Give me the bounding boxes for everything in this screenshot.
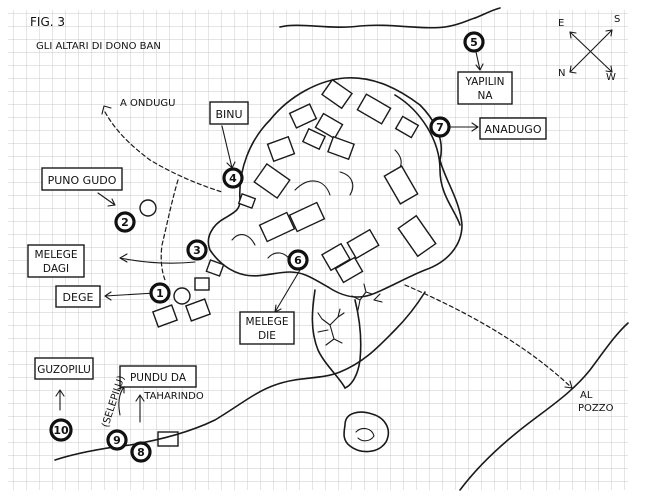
label-melege-die-2: DIE: [258, 330, 276, 342]
river-top-end: [474, 7, 501, 19]
village-east-edge: [394, 94, 461, 226]
compass-n: N: [558, 68, 565, 79]
trees: [317, 283, 383, 346]
path-to-ondugu: [104, 111, 223, 193]
svg-text:3: 3: [193, 244, 201, 257]
label-binu: BINU: [215, 108, 242, 121]
label-box-pundu-da: [119, 365, 197, 388]
marker-6: 6: [287, 249, 309, 271]
arrow-melege-dagi: [119, 257, 196, 264]
label-box-melege-die: [239, 311, 295, 345]
svg-text:8: 8: [137, 446, 145, 459]
compass-s: S: [614, 14, 620, 25]
label-melege-die-1: MELEGE: [246, 316, 289, 328]
marker-2: 2: [114, 211, 136, 233]
river-bank-lower: [54, 291, 426, 461]
label-pundu-da-1: PUNDU DA: [130, 372, 187, 384]
arrows: [55, 51, 484, 423]
svg-text:2: 2: [121, 216, 129, 229]
stream-left: [311, 289, 346, 389]
marker-10: 10: [49, 418, 73, 442]
label-box-dege: [55, 285, 101, 308]
label-al-pozzo-2: POZZO: [578, 403, 614, 414]
figure-label: FIG. 3: [30, 15, 65, 29]
river-top: [279, 17, 476, 29]
path-dashed-2: [160, 179, 179, 281]
marker-3: 3: [186, 239, 208, 261]
marker-8: 8: [130, 441, 152, 463]
svg-text:7: 7: [436, 121, 444, 134]
label-box-guzopilu: [34, 357, 94, 380]
inner-wall-1: [294, 180, 331, 196]
label-box-melege-dagi: [27, 244, 85, 278]
marker-1: 1: [149, 282, 171, 304]
label-box-yapilinna: [457, 71, 513, 105]
marker-7: 7: [429, 116, 451, 138]
label-box-binu: [209, 101, 249, 125]
svg-text:5: 5: [470, 36, 478, 49]
label-dege: DEGE: [63, 291, 94, 304]
marker-4: 4: [222, 167, 244, 189]
label-guzopilu: GUZOPILU: [37, 364, 91, 376]
svg-text:4: 4: [229, 172, 237, 185]
label-yapilinna-2: NA: [477, 90, 493, 102]
inner-wall-2: [339, 171, 354, 196]
path-to-pozzo: [404, 284, 573, 389]
inner-wall-3: [231, 234, 256, 246]
label-melege-dagi-1: MELEGE: [35, 249, 78, 261]
huts: [139, 78, 437, 447]
river-bank-right: [459, 322, 629, 491]
svg-text:9: 9: [113, 434, 121, 447]
label-al-pozzo-1: AL: [580, 390, 593, 401]
compass-w: W: [606, 72, 616, 83]
compass-rose: E S N W: [558, 14, 620, 83]
label-box-puno-gudo: [41, 167, 123, 191]
svg-text:6: 6: [294, 254, 302, 267]
compass-e: E: [558, 18, 564, 29]
svg-text:10: 10: [53, 424, 69, 437]
label-pundu-da-2: TAHARINDO: [143, 391, 204, 402]
label-anadugo: ANADUGO: [485, 123, 542, 136]
label-box-anadugo: [479, 117, 547, 140]
marker-9: 9: [106, 429, 128, 451]
label-a-ondugu: A ONDUGU: [120, 98, 175, 109]
figure-title: GLI ALTARI DI DONO BAN: [36, 41, 161, 52]
pond: [343, 411, 390, 453]
village-outline: [207, 77, 463, 298]
label-melege-dagi-2: DAGI: [43, 263, 69, 275]
marker-5: 5: [463, 31, 485, 53]
grid-paper: [8, 10, 628, 490]
label-yapilinna-1: YAPILIN: [464, 76, 504, 88]
svg-text:1: 1: [156, 287, 164, 300]
label-puno-gudo: PUNO GUDO: [48, 174, 117, 187]
pond-inner: [355, 427, 375, 442]
stream-right: [344, 299, 362, 389]
